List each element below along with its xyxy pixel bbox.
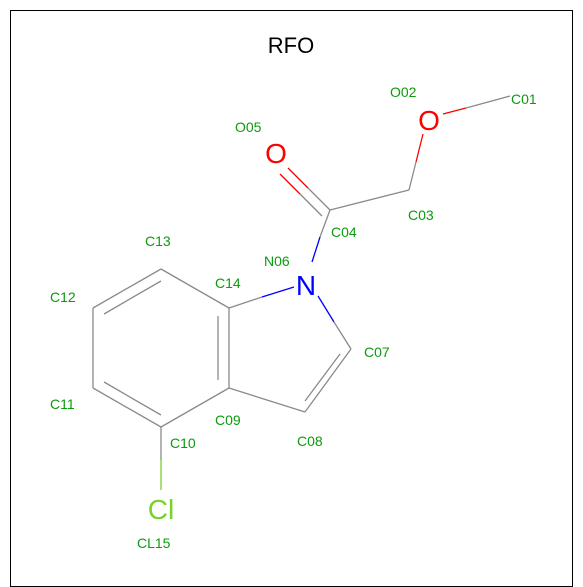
bond-c04-n06-b [311,236,321,263]
bond-o02-c03-b [408,161,417,191]
bond-c11-c10 [92,387,162,428]
atom-label-c08: C08 [297,433,323,449]
bond-c08-c09 [228,387,306,413]
element-symbol-cl15: Cl [148,494,174,525]
atom-label-c07: C07 [364,344,390,360]
atom-label-c10: C10 [170,435,196,451]
element-symbol-o05: O [265,138,287,169]
bond-c04-o05-b2 [279,173,301,195]
atom-label-cl15: CL15 [137,535,171,551]
atom-label-c12: C12 [50,289,76,305]
diagram-border [10,10,573,587]
atom-label-c04: C04 [331,224,357,240]
atom-label-c14: C14 [215,275,241,291]
bond-c04-o05-a1 [307,187,331,211]
atom-label-c13: C13 [145,233,171,249]
bond-c03-c04 [329,189,410,211]
bond-n06-c07-a [317,295,335,323]
atom-label-n06: N06 [264,253,290,269]
atom-labels: C01 O02 C03 C04 O05 N06 C07 C08 C09 C10 … [50,84,537,551]
element-symbol-n06: N [296,270,316,301]
bond-c07-c08 [304,348,352,413]
bond-c13-c12 [92,268,162,309]
bond-c04-o05-a2 [287,167,309,189]
bond-n06-c07-b [333,321,352,350]
element-symbol-o02: O [418,105,440,136]
atom-label-o05: O05 [235,119,262,135]
bond-o02-c01-b [465,95,511,109]
bond-c14-c13 [160,268,230,309]
bond-c11-c10-inner [103,381,162,416]
bond-c10-c09 [160,387,230,428]
atom-label-c11: C11 [50,396,75,412]
bond-c13-c12-inner [103,280,162,315]
bond-c07-c08-inner [304,353,341,402]
bond-o02-c03-a [415,133,424,163]
bond-o02-c01-a [442,107,467,115]
diagram-title: RFO [268,33,314,58]
atom-label-c01: C01 [511,91,537,107]
atom-label-c03: C03 [408,207,434,223]
atom-label-c09: C09 [215,412,241,428]
bonds [92,95,511,490]
bond-c14-n06-b [261,286,295,298]
element-symbols: O O N Cl [148,105,440,525]
bond-c04-o05-b1 [299,193,323,217]
bond-c14-n06-a [228,296,263,309]
atom-label-o02: O02 [390,84,417,100]
bond-c04-n06-a [319,209,331,238]
